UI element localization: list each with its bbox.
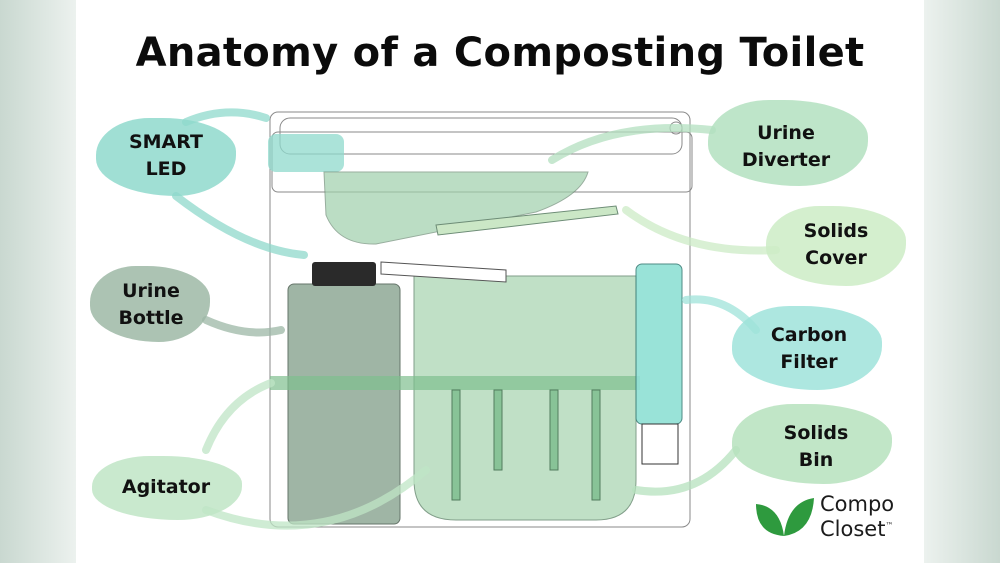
left-blurred-margin (0, 0, 80, 563)
diagram-title: Anatomy of a Composting Toilet (135, 30, 865, 76)
solids-bin-brush (732, 404, 892, 484)
diagram-canvas: Anatomy of a Composting Toilet (76, 0, 924, 563)
smart-led-part (268, 134, 344, 172)
agitator-brush (92, 456, 242, 520)
toilet-cross-section (172, 108, 780, 530)
right-blurred-margin (920, 0, 1000, 563)
label-agitator: Agitator (121, 476, 211, 498)
solids-cover-brush (766, 206, 906, 286)
urine-bottle-brush (90, 266, 210, 342)
logo-wordmark: Compo Closet™ (820, 492, 895, 541)
smart-led-brush (96, 118, 236, 196)
carbon-filter-brush (732, 306, 882, 390)
urine-diverter-brush (708, 100, 868, 186)
leaf-icon (756, 498, 814, 536)
compo-closet-logo: Compo Closet™ (754, 494, 894, 540)
